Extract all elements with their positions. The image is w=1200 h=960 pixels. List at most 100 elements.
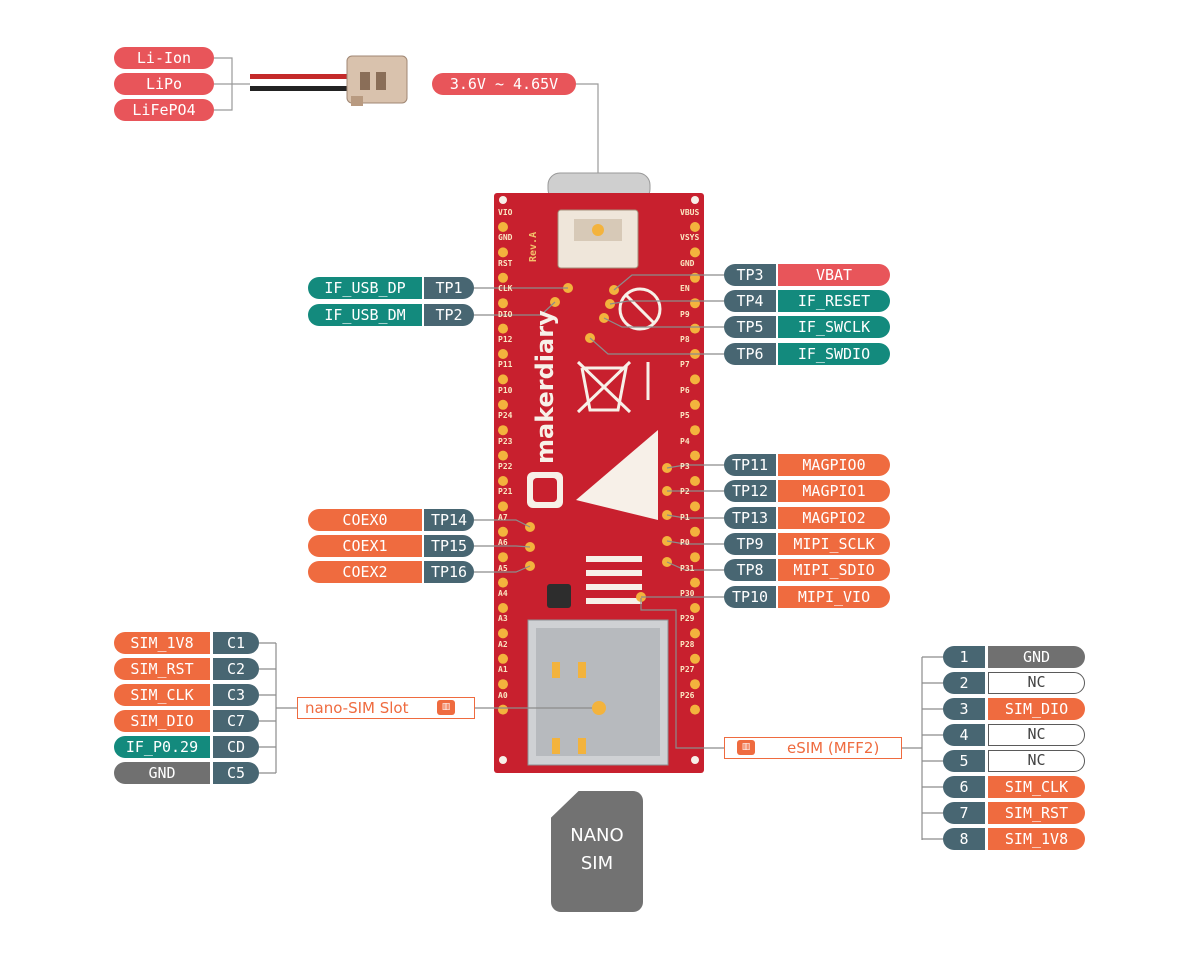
nano-sim-slot-text: nano-SIM Slot [305,699,409,717]
right-pin-label: P0 [680,538,690,548]
tp-signal-label: MAGPIO0 [778,454,890,476]
leader-lines [259,274,943,840]
sim-pin-signal: SIM_DIO [114,710,210,732]
right-pin-pad [690,526,700,537]
right-pin-label: P5 [680,411,690,421]
esim-pin-number: 2 [943,672,985,694]
right-pin-pad [690,552,700,563]
sim-pin-signal: SIM_CLK [114,684,210,706]
board-revision: Rev.A [528,231,539,262]
left-pin-label: P11 [498,360,513,370]
left-pin-label: A2 [498,639,508,649]
left-pin-label: CLK [498,284,513,294]
right-pin-label: GND [680,258,695,268]
tp-number-label: TP2 [424,304,474,326]
right-pin-pad [690,399,700,410]
tp-signal-label: MAGPIO1 [778,480,890,502]
left-pin-label: P21 [498,487,513,497]
tp-signal-label: MIPI_SDIO [778,559,890,581]
sim-chip-icon: ▥ [437,700,455,715]
tp-leader [474,519,531,528]
right-pin-label: P1 [680,512,690,522]
left-pin-label: DIO [498,309,513,319]
tp-leader [666,540,724,545]
sim-pin-contact: C7 [213,710,259,732]
esim-label-text: eSIM (MFF2) [787,739,880,757]
tp-signal-label: VBAT [778,264,890,286]
left-pin-pad [498,476,508,486]
left-pin-label: A6 [498,538,508,548]
right-pin-label: VSYS [680,233,700,243]
left-pin-label: RST [498,258,513,268]
nano-sim-card-text: NANO SIM [551,822,643,878]
right-pin-pad [690,450,700,461]
tp-signal-label: COEX1 [308,535,422,557]
sim-pin-contact: C2 [213,658,259,680]
tp-number-label: TP16 [424,561,474,583]
tp-leader [609,300,724,305]
left-pin-pad [498,298,508,309]
right-pin-label: P7 [680,360,690,370]
sim-pin-contact: CD [213,736,259,758]
tp-leader [666,561,724,571]
left-pin-pad [498,526,508,537]
right-pin-label: P3 [680,462,690,471]
right-pin-label: EN [680,284,690,294]
right-pin-label: P26 [680,690,695,700]
tp-leader [666,514,724,519]
mounting-hole [499,756,507,764]
left-pin-label: A5 [498,563,508,573]
tp-signal-label: IF_USB_DP [308,277,422,299]
sim-pin-signal: GND [114,762,210,784]
right-pin-label: P30 [680,589,695,598]
left-pin-pad [498,374,508,385]
tp-number-label: TP13 [724,507,776,529]
tp-signal-label: IF_USB_DM [308,304,422,326]
tp-signal-label: IF_RESET [778,290,890,312]
right-pin-pad [690,222,700,232]
sim-pin-contact: C3 [213,684,259,706]
esim-pin-number: 5 [943,750,985,772]
left-pin-pad [498,425,508,436]
left-pin-label: A4 [498,589,508,598]
right-pin-label: P27 [680,665,695,675]
tp-signal-label: MAGPIO2 [778,507,890,529]
left-pin-pad [498,349,508,359]
battery-type-liion: Li-Ion [114,47,214,69]
left-pin-label: P23 [498,436,513,446]
esim-pin-number: 1 [943,646,985,668]
right-pin-pad [690,653,700,664]
left-pin-label: P10 [498,385,513,395]
esim-label: ▥ eSIM (MFF2) [724,737,902,759]
right-pin-pad [690,272,700,283]
tp-number-label: TP4 [724,290,776,312]
tp-number-label: TP12 [724,480,776,502]
esim-pin-number: 3 [943,698,985,720]
right-pin-pad [690,501,700,512]
left-pin-pad [498,577,508,588]
left-pin-label: P22 [498,462,513,471]
tp-signal-label: MIPI_VIO [778,586,890,608]
right-pin-pad [690,323,700,334]
left-pin-pad [498,679,508,690]
esim-pin-number: 4 [943,724,985,746]
esim-pin-signal: NC [988,724,1085,746]
esim-pin-signal: SIM_DIO [988,698,1085,720]
right-pin-pad [690,577,700,588]
battery-type-lipo: LiPo [114,73,214,95]
tp-number-label: TP14 [424,509,474,531]
left-pin-label: A3 [498,614,508,624]
right-pin-label: P9 [680,309,690,319]
esim-pin-signal: SIM_RST [988,802,1085,824]
sim-pin-contact: C1 [213,632,259,654]
left-pin-pad [498,628,508,639]
nano-sim-line1: NANO [570,825,624,846]
tp-leader [589,337,724,355]
right-pin-label: P29 [680,614,695,624]
left-pin-pad [498,501,508,512]
left-pin-pad [498,603,508,613]
mounting-hole [691,196,699,204]
tp-number-label: TP11 [724,454,776,476]
